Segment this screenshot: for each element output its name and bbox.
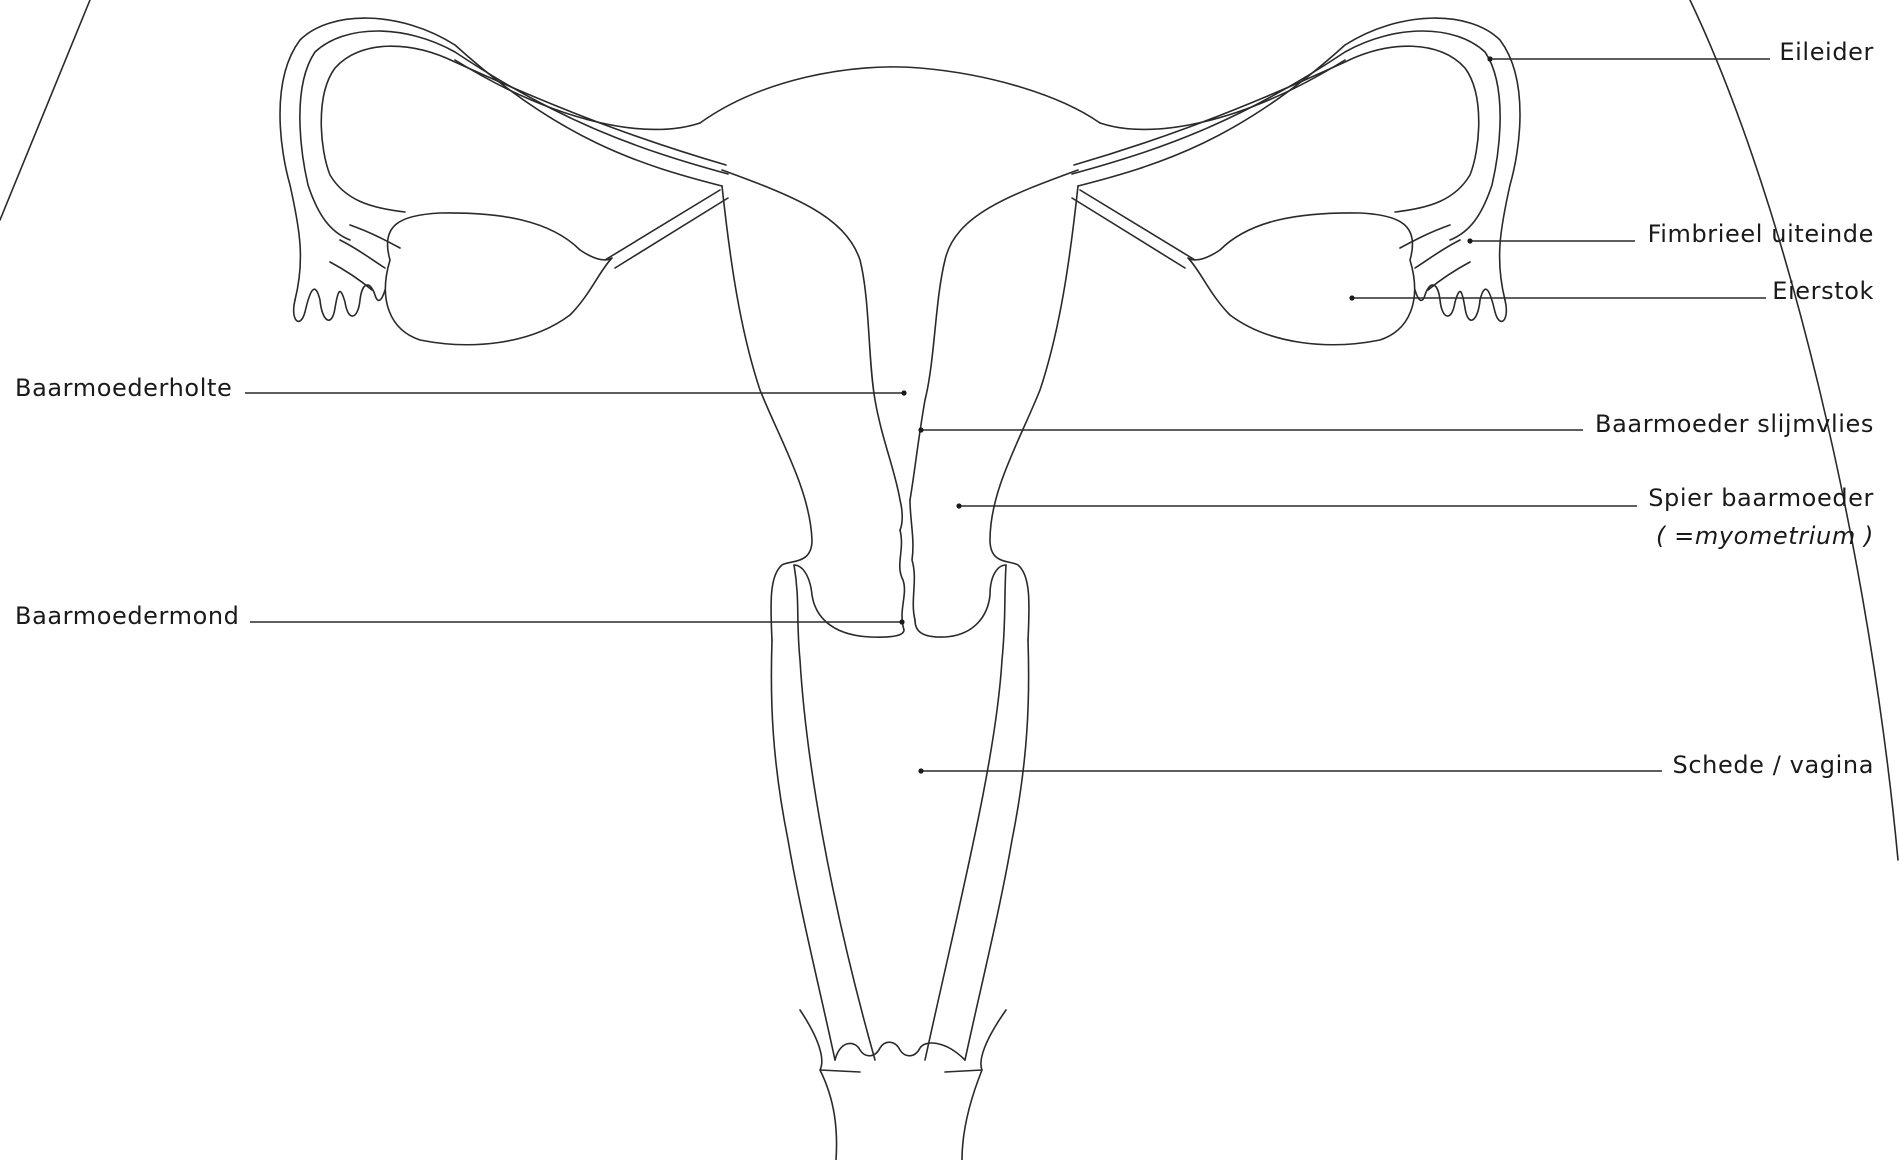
uterine-cavity-right <box>910 170 1078 500</box>
cervical-canal-right <box>910 500 915 620</box>
vulva-right <box>945 1010 1006 1160</box>
label-fimbriae: Fimbrieel uiteinde <box>1648 220 1874 248</box>
dot-ovary <box>1349 295 1354 300</box>
dot-vagina <box>918 768 923 773</box>
dot-fimbriae <box>1467 238 1472 243</box>
ovarian-ligament-left <box>605 190 728 268</box>
label-uterine-cavity: Baarmoederholte <box>15 374 232 402</box>
label-ovary: Eierstok <box>1772 277 1874 305</box>
dot-myometrium <box>956 503 961 508</box>
uterus-fundus <box>700 67 1100 123</box>
body-outline-left <box>0 0 90 220</box>
vagina-inner-left <box>794 565 875 1060</box>
tube-right-outer <box>1078 18 1520 300</box>
uterus-outer-left <box>722 186 812 640</box>
ovarian-ligament-right <box>1072 190 1195 268</box>
tube-left-mid <box>300 31 728 240</box>
uterus-right-wall <box>1100 60 1345 129</box>
label-vagina: Schede / vagina <box>1673 751 1874 779</box>
tube-right-mid <box>1072 31 1500 240</box>
uterus-left-wall <box>455 60 700 129</box>
uterus-outer-right <box>990 186 1078 640</box>
dot-fallopian-tube <box>1487 56 1492 61</box>
label-endometrium: Baarmoeder slijmvlies <box>1595 410 1874 438</box>
label-myometrium: Spier baarmoeder <box>1648 484 1874 512</box>
dot-cervix <box>899 619 904 624</box>
ovary-left <box>385 213 612 345</box>
label-myometrium-note: ( =myometrium ) <box>1656 522 1874 550</box>
cervical-canal-left <box>900 530 905 630</box>
vaginal-opening <box>835 1042 965 1060</box>
vagina-inner-right <box>925 565 1006 1060</box>
ovary-right <box>1188 213 1415 345</box>
label-cervix: Baarmoedermond <box>15 602 240 630</box>
cervix-lip-left <box>794 565 904 637</box>
label-fallopian-tube: Eileider <box>1779 38 1874 66</box>
dot-uterine-cavity <box>901 390 906 395</box>
vulva-left <box>800 1010 860 1160</box>
dot-endometrium <box>918 427 923 432</box>
vagina-outer-right <box>965 640 1029 1060</box>
tube-left-outer <box>280 18 722 300</box>
cervix-lip-right <box>915 565 1006 637</box>
leader-lines <box>245 56 1770 773</box>
